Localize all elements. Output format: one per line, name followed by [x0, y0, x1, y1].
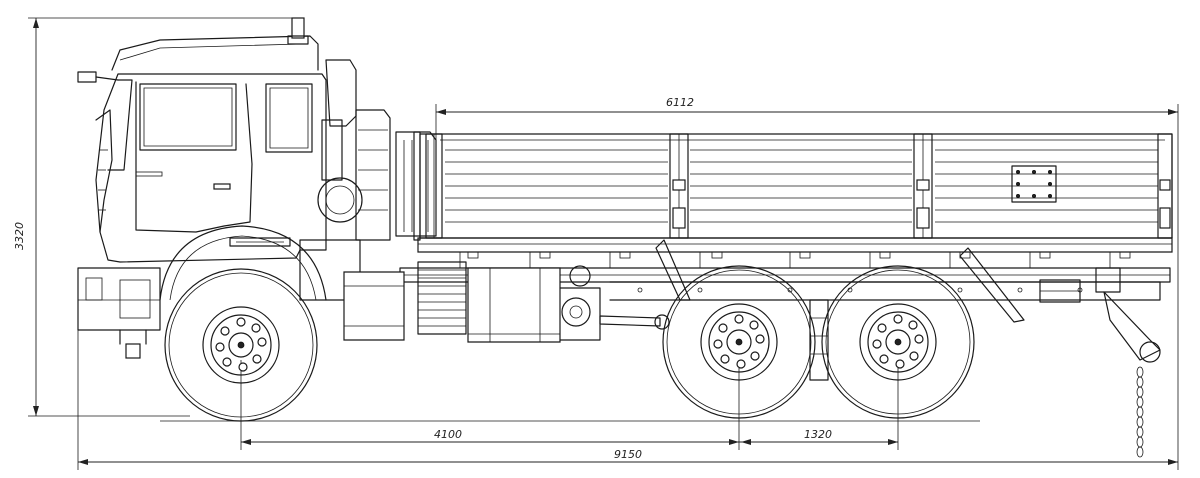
fuel-pump-block: [417, 261, 467, 335]
wheel-rear-1: [662, 265, 816, 419]
drivetrain-components: [299, 239, 670, 343]
wheelbase-front-label: 4100: [434, 428, 462, 441]
rear-suspension: [655, 239, 1025, 381]
overall-length-label: 9150: [614, 448, 642, 461]
fuel-tank: [467, 267, 561, 343]
beacon-icon: [291, 17, 305, 39]
battery-box: [343, 271, 405, 341]
body-length-label: 6112: [666, 96, 694, 109]
chain-icon: [1136, 366, 1144, 458]
wheel-front: [164, 268, 318, 422]
air-intake-exhaust: [317, 59, 437, 241]
wheelbase-rear-label: 1320: [804, 428, 832, 441]
wheel-rear-2: [821, 265, 975, 419]
tow-hook-icon: [125, 343, 141, 359]
overall-height-label: 3320: [13, 222, 26, 250]
rear-tow-assembly: [1039, 267, 1161, 458]
cargo-body: [413, 131, 1173, 268]
air-filter-icon: [317, 177, 363, 223]
cab: [77, 17, 327, 359]
